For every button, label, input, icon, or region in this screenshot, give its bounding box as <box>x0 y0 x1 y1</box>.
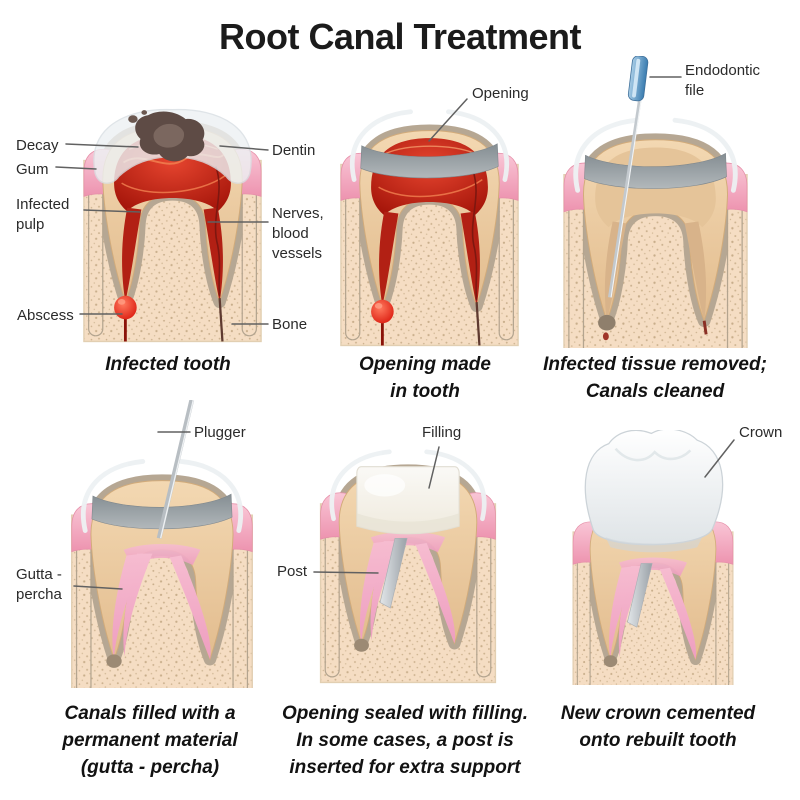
label-bone: Bone <box>272 316 308 333</box>
label-opening: Opening <box>472 85 529 102</box>
opening-made-illustration <box>335 108 524 353</box>
file-handle <box>627 56 649 102</box>
label-dentin: Dentin <box>272 142 316 159</box>
caption-canals-filled: Canals filled with a permanent material … <box>62 703 238 778</box>
canal-cleaning-illustration <box>558 56 753 348</box>
label-gum: Gum <box>16 161 49 178</box>
label-plugger: Plugger <box>194 424 246 441</box>
caption-opening-sealed: Opening sealed with filling. In some cas… <box>282 703 528 778</box>
label-nerves: Nerves, blood vessels <box>272 205 324 262</box>
infected-tooth-illustration <box>78 108 267 349</box>
label-endodontic-file: Endodontic file <box>685 62 761 99</box>
page-title: Root Canal Treatment <box>218 16 582 57</box>
caption-opening-made: Opening made in tooth <box>359 354 491 402</box>
label-filling: Filling <box>422 424 462 441</box>
label-gutta-percha: Gutta - percha <box>16 566 62 603</box>
plugger-tool <box>156 400 195 539</box>
crown-cemented-illustration <box>568 430 738 685</box>
label-crown: Crown <box>739 424 783 441</box>
caption-tissue-removed: Infected tissue removed; Canals cleaned <box>543 354 767 402</box>
caption-crown-cemented: New crown cemented onto rebuilt tooth <box>560 703 756 751</box>
label-post: Post <box>277 563 308 580</box>
filling-block <box>356 466 460 535</box>
opening-sealed-illustration <box>315 448 501 690</box>
decay-spot <box>128 110 205 162</box>
endodontic-file-tool <box>608 56 649 298</box>
caption-infected-tooth: Infected tooth <box>105 354 231 375</box>
label-infected-pulp: Infected pulp <box>16 196 70 233</box>
canals-filled-illustration <box>66 400 258 688</box>
label-decay: Decay <box>16 137 59 154</box>
crown-cap <box>584 430 724 553</box>
label-abscess: Abscess <box>17 307 74 324</box>
